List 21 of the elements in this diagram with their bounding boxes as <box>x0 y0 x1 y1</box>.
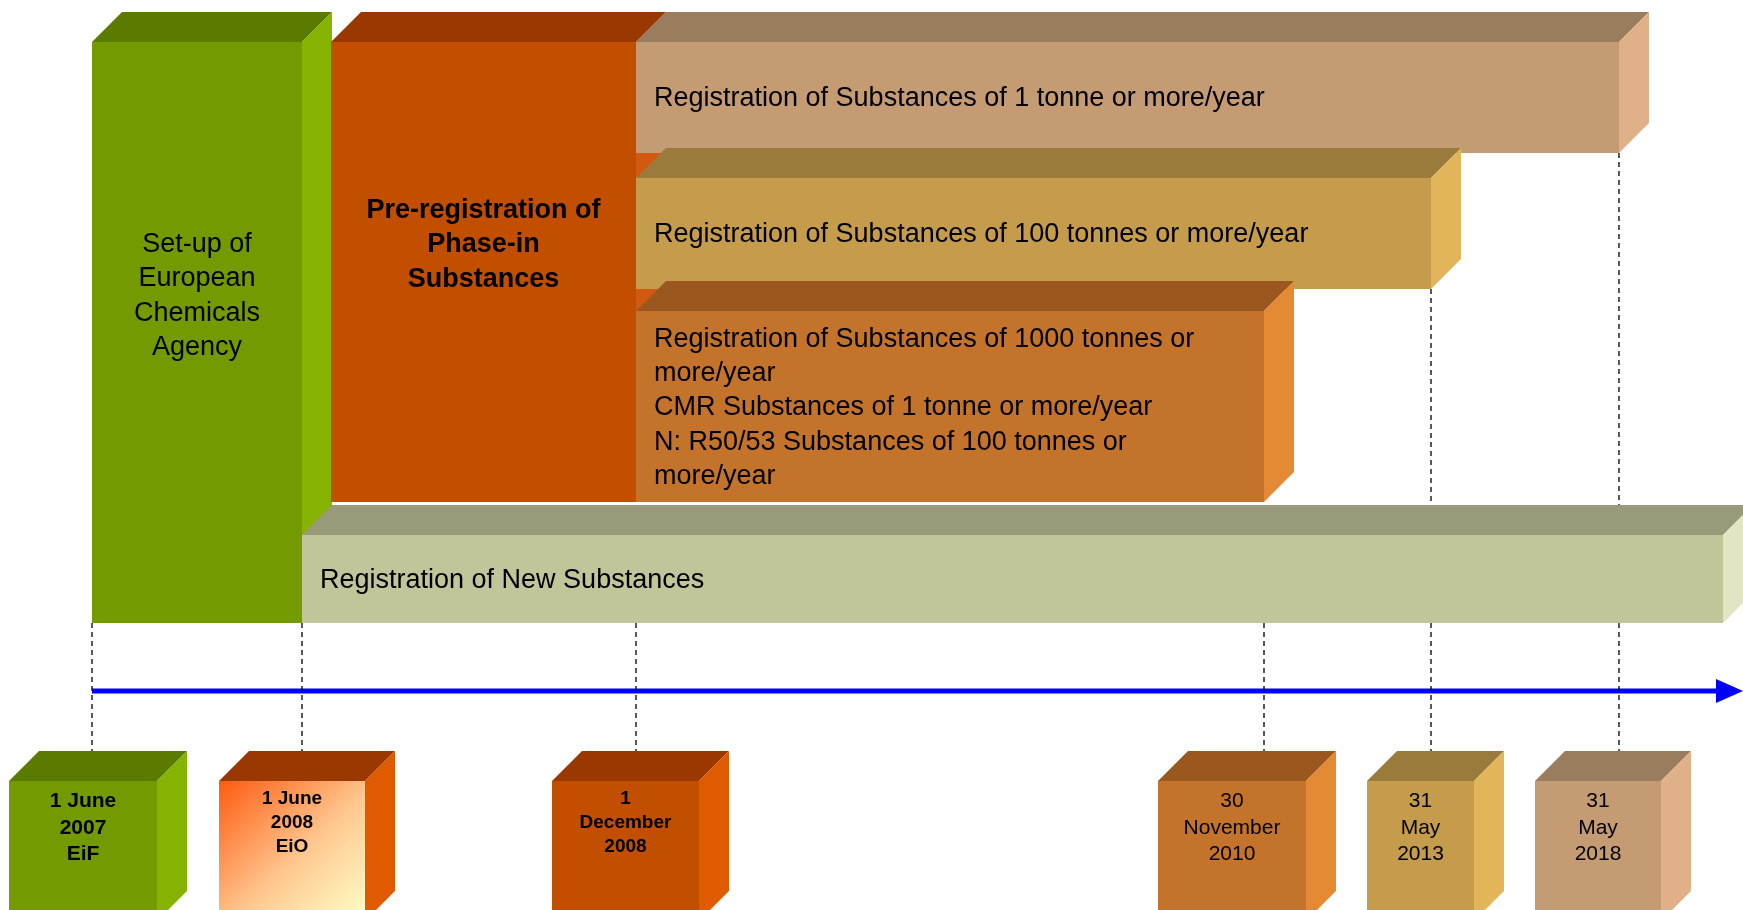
block-label: Pre-registration of Phase-in Substances <box>365 193 602 295</box>
dashed-line <box>91 622 93 752</box>
dashed-line <box>1263 622 1265 752</box>
date-label: 1 June 2007 EiF <box>48 787 118 867</box>
date-label: 1 December 2008 <box>578 786 673 859</box>
dashed-line <box>635 622 637 752</box>
dashed-line <box>1618 152 1620 506</box>
date-label: 1 June 2008 EiO <box>260 786 324 859</box>
block-label: CMR Substances of 1 tonne or more/year <box>654 390 1154 424</box>
block-label: N: R50/53 Substances of 100 tonnes or more/year <box>654 424 1128 492</box>
block-label: Set-up of European Chemicals Agency <box>132 227 261 363</box>
block-label: Registration of Substances of 100 tonnes or more/year <box>654 217 1310 251</box>
date-label: 31 May 2013 <box>1396 787 1445 867</box>
dashed-line <box>1430 622 1432 752</box>
block-label: Registration of New Substances <box>320 562 706 596</box>
block-label: Registration of Substances of 1000 tonnes or more/year <box>654 321 1196 390</box>
dashed-line <box>1618 622 1620 752</box>
block-label: Registration of Substances of 1 tonne or more/year <box>654 81 1266 115</box>
date-label: 30 November 2010 <box>1182 787 1282 867</box>
dashed-line <box>301 622 303 752</box>
date-label: 31 May 2018 <box>1573 787 1623 867</box>
